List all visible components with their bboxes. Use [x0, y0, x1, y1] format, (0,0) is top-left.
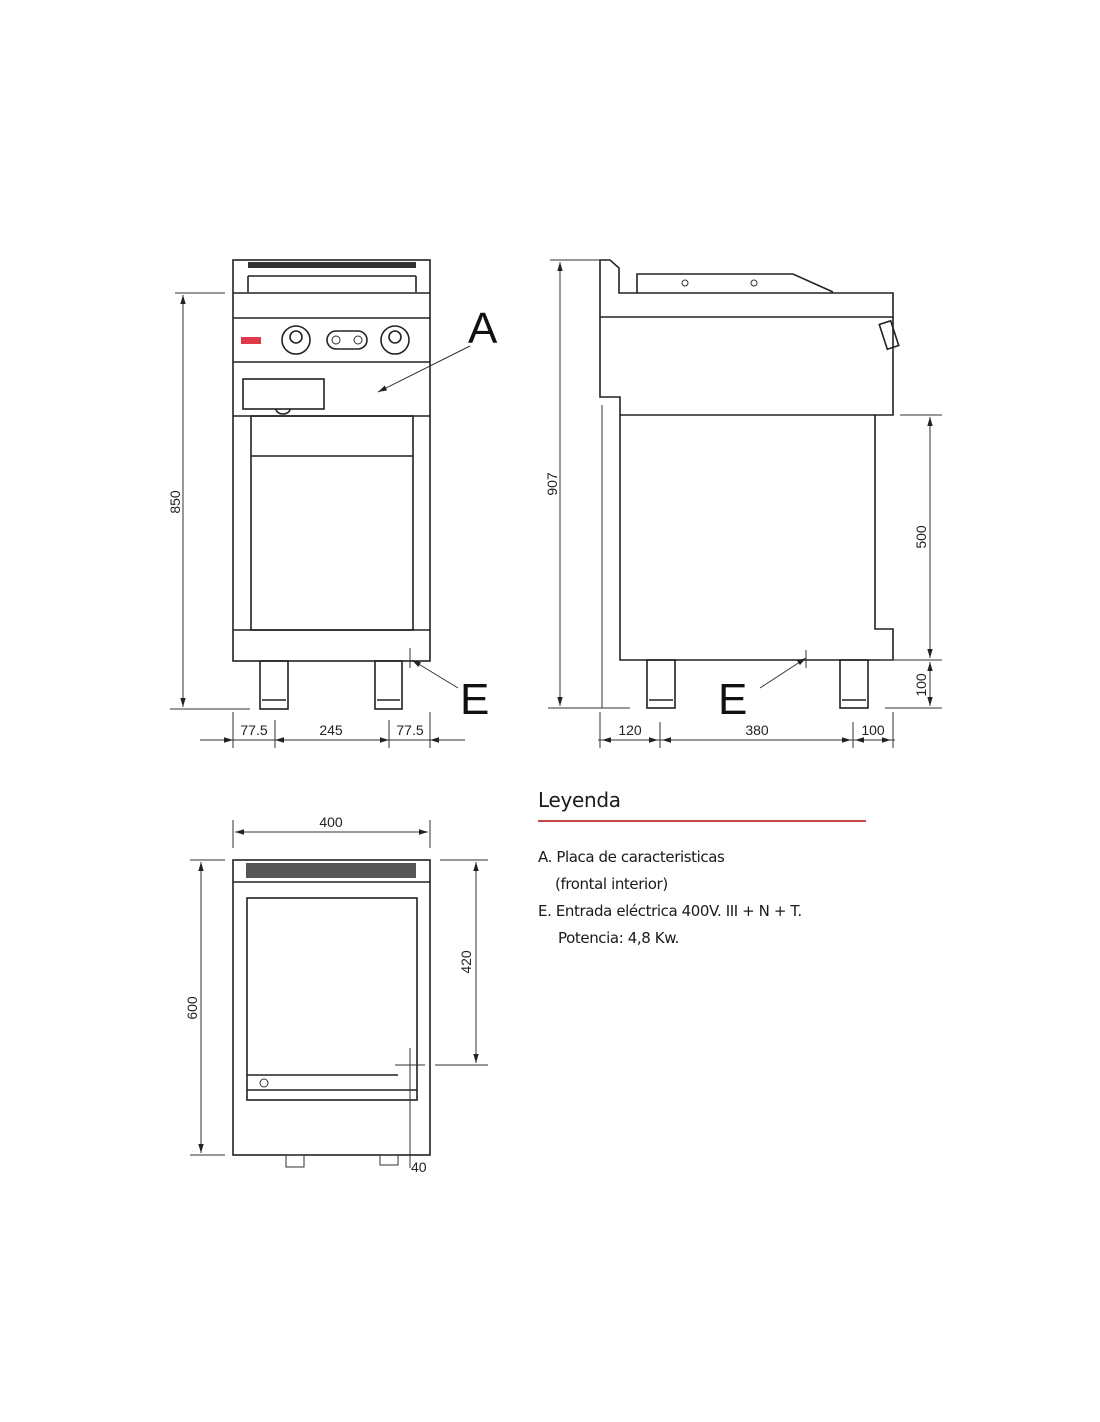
- dim-width-right: 77.5: [396, 722, 423, 738]
- callout-a: A: [468, 304, 498, 353]
- dim-width-left: 77.5: [240, 722, 267, 738]
- leg: [259, 660, 289, 710]
- front-view: 850 77.5 245 77.5 A E: [167, 259, 498, 748]
- leg: [839, 659, 869, 709]
- dim-depth-front: 100: [861, 722, 885, 738]
- legend-divider: [538, 820, 866, 822]
- dim-top-inner-420: 420: [458, 950, 474, 974]
- dim-leg-100: 100: [913, 673, 929, 697]
- brand-logo: [241, 337, 261, 344]
- top-view: 400 600 420 40: [184, 814, 488, 1175]
- legend-title: Leyenda: [538, 788, 621, 812]
- legend: Leyenda A. Placa de caracteristicas (fro…: [538, 788, 866, 952]
- dim-cabinet-500: 500: [913, 525, 929, 549]
- side-knob: [878, 319, 900, 351]
- legend-item-a: A. Placa de caracteristicas: [538, 848, 725, 866]
- knob-left: [281, 325, 311, 355]
- dim-top-depth-600: 600: [184, 996, 200, 1020]
- legend-item-e: E. Entrada eléctrica 400V. III + N + T.: [538, 902, 802, 920]
- knob-right: [380, 325, 410, 355]
- legend-item-e-detail: Potencia: 4,8 Kw.: [558, 929, 680, 947]
- side-view: 907 500 100 120 380 100 E: [544, 259, 942, 748]
- drawer: [242, 378, 325, 410]
- dim-depth-back: 120: [618, 722, 642, 738]
- grill-vent: [246, 863, 416, 878]
- callout-e: E: [460, 675, 489, 724]
- grill-grate: [248, 262, 416, 268]
- dim-height-850: 850: [167, 490, 183, 514]
- dim-depth-center: 380: [745, 722, 769, 738]
- indicator-lights: [326, 330, 368, 350]
- dim-top-width-400: 400: [319, 814, 343, 830]
- leg: [646, 659, 676, 709]
- dim-width-center: 245: [319, 722, 343, 738]
- dim-top-offset-40: 40: [411, 1159, 427, 1175]
- legend-item-a-detail: (frontal interior): [555, 875, 668, 893]
- leg: [374, 660, 403, 710]
- callout-e-side: E: [718, 675, 747, 724]
- dim-height-907: 907: [544, 472, 560, 496]
